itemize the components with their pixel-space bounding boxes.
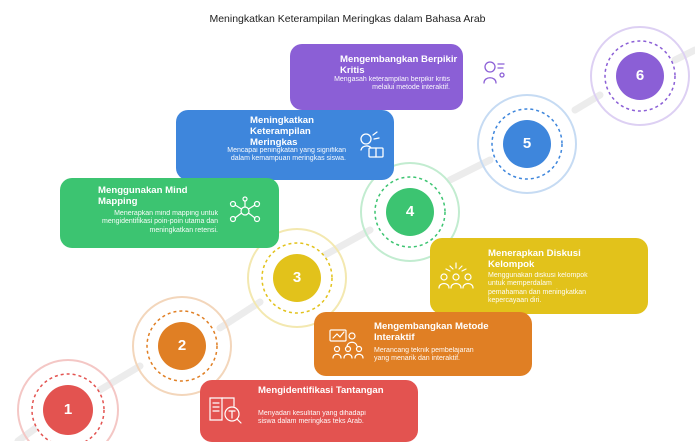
- step-6-ring: [590, 26, 690, 126]
- step-2-text: Merancang teknik pembelajaran yang menar…: [374, 347, 474, 363]
- step-5-title: Meningkatkan Keterampilan Meringkas: [250, 115, 314, 148]
- step-2-card: Mengembangkan Metode Interaktif Merancan…: [314, 312, 532, 376]
- reading-thinking-icon: [360, 131, 384, 158]
- presentation-group-icon: [329, 329, 364, 359]
- step-1-card: Mengidentifikasi Tantangan Menyadari kes…: [200, 380, 418, 442]
- step-5-card: Meningkatkan Keterampilan Meringkas Menc…: [176, 110, 394, 180]
- mind-map-icon: [229, 196, 261, 223]
- connector-line-3: [321, 226, 374, 259]
- step-6-title: Mengembangkan Berpikir Kritis: [340, 54, 458, 76]
- group-discussion-icon: [438, 262, 474, 289]
- critical-thinking-icon: [483, 61, 505, 84]
- connector-line-4: [446, 156, 494, 184]
- step-6-text: Mengasah keterampilan berpikir kritis me…: [334, 76, 450, 92]
- step-3-title: Menerapkan Diskusi Kelompok: [488, 248, 581, 270]
- step-4-title: Menggunakan Mind Mapping: [98, 185, 188, 207]
- step-1-title: Mengidentifikasi Tantangan: [258, 385, 384, 396]
- step-5-ring: [477, 94, 577, 194]
- step-5-number: 5: [522, 135, 532, 152]
- connector-line-0: [14, 421, 44, 441]
- step-3-card: Menerapkan Diskusi Kelompok Menggunakan …: [430, 238, 648, 314]
- step-2-title: Mengembangkan Metode Interaktif: [374, 321, 489, 343]
- step-6-card: Mengembangkan Berpikir Kritis Mengasah k…: [290, 44, 463, 110]
- step-1-number: 1: [63, 401, 73, 418]
- step-6-number: 6: [635, 67, 645, 84]
- step-1-text: Menyadari kesulitan yang dihadapi siswa …: [258, 410, 366, 426]
- step-3-number: 3: [292, 269, 302, 286]
- step-2-ring: [132, 296, 232, 396]
- document-search-icon: [209, 397, 242, 424]
- step-4-number: 4: [405, 203, 415, 220]
- step-5-text: Mencapai peningkatan yang signifikan dal…: [227, 147, 346, 163]
- step-2-number: 2: [177, 337, 187, 354]
- step-1-ring: [17, 359, 119, 441]
- step-4-text: Menerapkan mind mapping untuk mengidenti…: [102, 210, 218, 234]
- step-3-text: Menggunakan diskusi kelompok untuk mempe…: [488, 272, 588, 305]
- connector-line-1: [96, 362, 144, 394]
- diagram-title: Meningkatkan Keterampilan Meringkas dala…: [209, 13, 486, 25]
- step-3-ring: [247, 228, 347, 328]
- step-4-ring: [360, 162, 460, 262]
- step-4-card: Menggunakan Mind Mapping Menerapkan mind…: [60, 178, 279, 248]
